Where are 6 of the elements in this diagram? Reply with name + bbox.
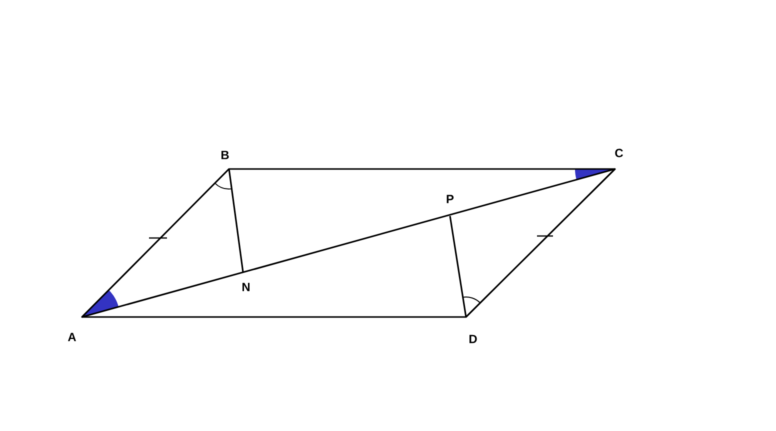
- point-label: B: [221, 150, 229, 160]
- point-label: P: [446, 194, 454, 204]
- point-label: C: [615, 148, 624, 158]
- point-label: D: [469, 334, 477, 344]
- point-label: A: [68, 332, 76, 342]
- point-label: N: [242, 282, 250, 292]
